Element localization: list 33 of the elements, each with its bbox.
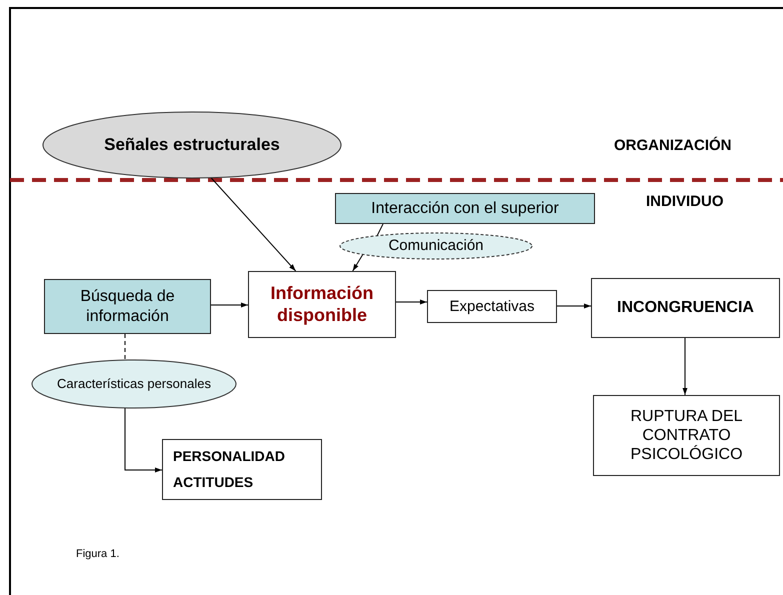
process-box — [591, 278, 780, 338]
node-label: ACTITUDES — [173, 474, 254, 491]
node-label: Búsqueda de información — [79, 287, 176, 326]
node-label: RUPTURA DEL CONTRATO PSICOLÓGICO — [629, 406, 744, 464]
arrow — [556, 304, 592, 308]
node-label: Señales estructurales — [104, 134, 280, 156]
process-box — [427, 290, 557, 323]
node-label: INCONGRUENCIA — [617, 298, 754, 318]
node-label: Interacción con el superior — [371, 198, 559, 218]
connector-line — [376, 224, 384, 236]
ellipse-node — [340, 233, 532, 259]
arrow — [124, 407, 162, 472]
process-box — [593, 395, 780, 476]
node-label: PERSONALIDAD — [173, 448, 286, 466]
connector-line — [124, 334, 126, 361]
process-box — [162, 439, 322, 500]
node-label: Información disponible — [269, 282, 374, 326]
process-box — [335, 193, 595, 224]
node-label: Comunicación — [388, 237, 484, 255]
ellipse-node — [32, 360, 236, 408]
node-label: Expectativas — [449, 298, 535, 316]
region-label: ORGANIZACIÓN — [614, 137, 732, 154]
figure-caption: Figura 1. — [76, 548, 120, 560]
ellipse-node — [43, 112, 341, 178]
arrow — [682, 338, 688, 396]
region-label: INDIVIDUO — [646, 193, 724, 210]
arrow — [396, 300, 428, 304]
process-box — [248, 271, 396, 338]
arrow — [352, 254, 364, 272]
node-label: Características personales — [57, 376, 211, 392]
arrow — [210, 177, 296, 272]
arrow — [210, 302, 248, 308]
process-box — [44, 279, 211, 334]
